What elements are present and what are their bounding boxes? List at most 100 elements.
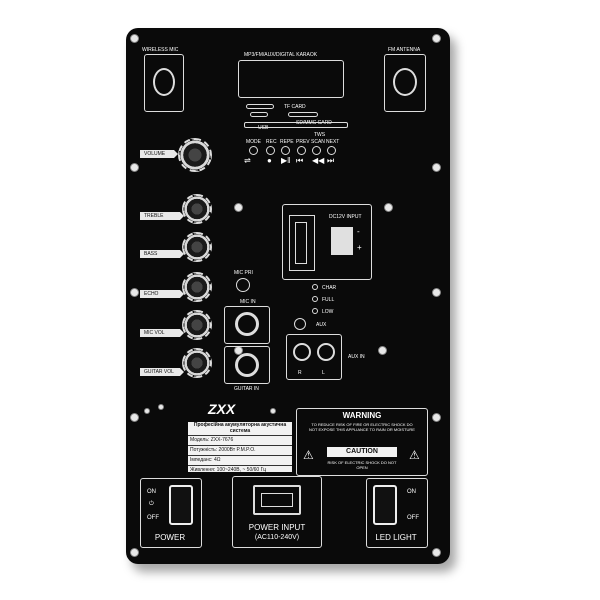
echo-knob[interactable]	[182, 272, 212, 302]
led-light-label: LED LIGHT	[375, 533, 417, 542]
prev-icon: ⏮	[296, 156, 304, 165]
aux-jack[interactable]	[294, 318, 306, 330]
dc-plus-label: +	[357, 243, 362, 252]
mic-vol-knob[interactable]	[182, 310, 212, 340]
player-btn-mode-label: MODE	[246, 139, 261, 145]
spec-table: Професійна акумуляторна акустична систем…	[188, 422, 292, 475]
spec-impedance: Імпеданс: 4Ω	[188, 455, 292, 465]
wireless-mic-label: WIRELESS MIC	[142, 47, 179, 53]
screw	[144, 408, 150, 414]
tws-label: TWS	[314, 132, 326, 138]
power-symbol-icon: ⏻	[149, 501, 154, 507]
aux-r-label: R	[298, 370, 302, 376]
player-btn-scan[interactable]	[312, 146, 321, 155]
player-button-frame	[244, 122, 348, 128]
sd-card-slot[interactable]	[288, 112, 318, 117]
screw	[432, 163, 441, 172]
char-label: CHAR	[322, 285, 337, 291]
spec-title: Професійна акумуляторна акустична систем…	[193, 422, 287, 434]
power-off-label: OFF	[147, 515, 159, 521]
wireless-mic-jack[interactable]	[144, 54, 184, 112]
player-btn-prev-label: PREV	[296, 139, 310, 145]
screw	[378, 346, 387, 355]
aux-in-label: AUX IN	[348, 354, 365, 360]
tf-card-slot[interactable]	[250, 112, 268, 117]
amplifier-panel: WIRELESS MIC FM ANTENNA MP3/FM/AUX/DIGIT…	[126, 28, 450, 564]
screw	[130, 548, 139, 557]
screw	[130, 163, 139, 172]
dc-minus-label: -	[357, 227, 360, 236]
dc-input-box: DC12V INPUT - +	[282, 204, 372, 280]
fm-antenna-label: FM ANTENNA	[388, 47, 421, 53]
led-switch-box: ON OFF LED LIGHT	[366, 478, 428, 548]
tf-card-label: TF CARD	[284, 104, 306, 110]
player-display	[238, 60, 344, 98]
led-on-label: ON	[407, 489, 416, 495]
dc-input-jack[interactable]	[331, 227, 353, 255]
caution-title: CAUTION	[327, 447, 397, 457]
warning-triangle-icon: ⚠	[303, 448, 314, 462]
low-label: LOW	[322, 309, 334, 315]
warning-text: TO REDUCE RISK OF FIRE OR ELECTRIC SHOCK…	[309, 422, 415, 432]
echo-label: ECHO	[140, 290, 184, 298]
player-btn-rec-label: REC	[266, 139, 277, 145]
guitar-vol-label: GUITAR VOL	[140, 368, 184, 376]
aux-in-jack[interactable]	[286, 334, 342, 380]
screw	[270, 408, 276, 414]
player-btn-scan-label: SCAN	[311, 139, 325, 145]
power-input-sub: (AC110-240V)	[254, 534, 300, 541]
screw	[384, 203, 393, 212]
screw	[158, 404, 164, 410]
mode-icon: ⇌	[244, 156, 251, 165]
dc-fuse[interactable]	[289, 215, 315, 271]
player-btn-mode[interactable]	[249, 146, 258, 155]
screw	[432, 413, 441, 422]
treble-knob[interactable]	[182, 194, 212, 224]
screw	[130, 413, 139, 422]
spec-supply: Живлення: 100~240В, ~ 50/60 Гц	[188, 465, 292, 475]
scan-icon: ◀◀	[312, 156, 325, 165]
guitar-vol-knob[interactable]	[182, 348, 212, 378]
warning-title: WARNING	[342, 411, 382, 420]
player-btn-repe[interactable]	[281, 146, 290, 155]
full-led	[312, 296, 318, 302]
usb-label: USB	[258, 125, 269, 131]
screw	[234, 203, 243, 212]
screw	[130, 34, 139, 43]
power-input-box: POWER INPUT (AC110-240V)	[232, 476, 322, 548]
screw	[432, 548, 441, 557]
player-btn-prev[interactable]	[297, 146, 306, 155]
volume-knob[interactable]	[178, 138, 212, 172]
spec-model: Модель: ZXX-7676	[188, 435, 292, 445]
rec-icon: ●	[267, 156, 272, 165]
full-label: FULL	[322, 297, 335, 303]
dc-input-label: DC12V INPUT	[329, 214, 362, 220]
mic-in-jack[interactable]	[224, 306, 270, 344]
mic-pri-label: MIC PRI	[234, 270, 253, 276]
player-title: MP3/FM/AUX/DIGITAL KARAOK	[244, 52, 318, 58]
next-icon: ⏭	[327, 156, 335, 165]
power-switch[interactable]	[169, 485, 193, 525]
power-label: POWER	[154, 533, 186, 542]
led-light-switch[interactable]	[373, 485, 397, 525]
fm-antenna-jack[interactable]	[384, 54, 426, 112]
player-btn-repe-label: REPE	[280, 139, 294, 145]
volume-label: VOLUME	[140, 150, 178, 158]
treble-label: TREBLE	[140, 212, 184, 220]
power-on-label: ON	[147, 489, 156, 495]
bass-knob[interactable]	[182, 232, 212, 262]
player-btn-rec[interactable]	[266, 146, 275, 155]
guitar-in-jack[interactable]	[224, 346, 270, 384]
bass-label: BASS	[140, 250, 184, 258]
aux-label: AUX	[316, 322, 327, 328]
player-btn-next-label: NEXT	[326, 139, 340, 145]
play-pause-icon: ▶‖	[281, 156, 291, 165]
mic-vol-label: MIC VOL	[140, 329, 184, 337]
screw	[432, 34, 441, 43]
shock-triangle-icon: ⚠	[409, 448, 420, 462]
power-input-socket[interactable]	[253, 485, 301, 515]
player-btn-next[interactable]	[327, 146, 336, 155]
mic-pri-button[interactable]	[236, 278, 250, 292]
usb-slot[interactable]	[246, 104, 274, 109]
low-led	[312, 308, 318, 314]
